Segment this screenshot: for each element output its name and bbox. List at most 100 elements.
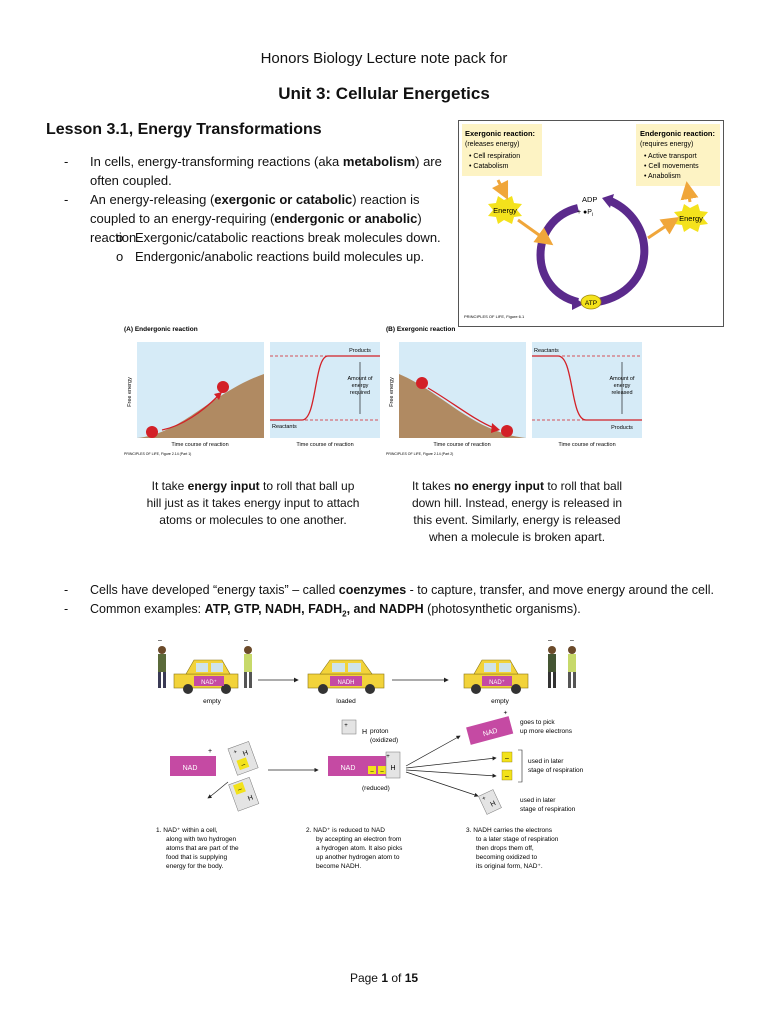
exergonic-subtitle: (releases energy) [465,141,519,148]
x-axis-label: Time course of reaction [433,442,490,448]
electron-minus: – [237,786,243,794]
energy-burst-right [674,204,708,232]
arrow-exergonic [491,179,509,201]
taxi-badge-label: NAD⁺ [201,679,217,686]
plus-charge: + [481,795,487,802]
step-line: 1. NAD⁺ within a cell, [156,827,218,834]
amount-label: energy [614,383,631,389]
electron-minus: – [244,637,248,644]
hydrogen-label: H [390,765,395,772]
adp-label: ADP [582,195,597,204]
amount-label: Amount of [609,376,635,382]
amount-label: Amount of [347,376,373,382]
caption-line: this event. Similarly, energy is release… [413,513,621,527]
taxi-status-label: empty [491,698,509,705]
nad-label: NAD [482,728,498,739]
atp-label: ATP [585,300,597,307]
sub-bullet-text: Endergonic/anabolic reactions build mole… [135,249,425,264]
text-run: ) reaction. [90,211,422,245]
used-later-label: stage of respiration [528,767,584,774]
nad-taxi-figure: NAD⁺ empty – – NAD H loaded NAD⁺ empty [156,637,584,870]
bracket [518,749,523,783]
bullet-text: In cells, energy-transforming reactions … [90,152,460,190]
step-line: becoming oxidized to [476,854,537,861]
text-run: ) reaction is coupled to an energy-requi… [90,192,420,226]
caption-line: It take energy input to roll that ball u… [118,478,388,495]
figure-credit: PRINCIPLES OF LIFE, Figure 2.14 (Part 1) [124,452,191,456]
exergonic-item: • Cell respiration [469,153,520,160]
exergonic-diagram-title: (B) Exergonic reaction [386,326,455,333]
ball-top [217,381,229,393]
used-later-label: stage of respiration [520,806,576,813]
endergonic-panel [636,124,720,186]
cycle-arrowhead-right [602,194,614,208]
curved-arrow [207,781,229,799]
step-line: become NADH. [316,863,361,870]
bullet-text: Cells have developed “energy taxis” – ca… [90,581,714,599]
used-later-label: used in later [528,758,564,765]
page-number: Page 1 of 15 [0,971,768,985]
proton-label: (oxidized) [370,737,398,744]
endergonic-curve [270,355,380,421]
hydrogen-label: H [362,729,367,736]
text-run: (photosynthetic organisms). [423,602,581,616]
unit-title: Unit 3: Cellular Energetics [278,84,490,103]
products-label: Products [349,348,371,354]
amount-label: released [611,390,632,396]
exergonic-curve [532,355,642,421]
caption-line: down hill. Instead, energy is released i… [411,496,623,510]
endergonic-item: • Active transport [644,153,697,160]
amount-label: required [350,390,370,396]
taxi-status-label: loaded [336,698,356,705]
text-run: Common examples: [90,602,205,616]
goes-to-pick-label: up more electrons [520,728,573,735]
bullet-dash: - [64,602,69,616]
ball-bottom [501,425,513,437]
step-line: 2. NAD⁺ is reduced to NAD [306,827,385,834]
amount-label: energy [352,383,369,389]
electron-minus: – [158,637,162,644]
caption-line: hill just as it takes energy input to at… [146,496,360,510]
bullet-text: Common examples: ATP, GTP, NADH, FADH2, … [90,600,581,624]
plus-charge: + [503,709,509,717]
x-axis-label: Time course of reaction [171,442,228,448]
subscript: 2 [342,609,347,619]
endergonic-diagram-title: (A) Endergonic reaction [124,326,198,333]
pi-subscript: i [592,212,593,218]
step-line: atoms that are part of the [166,845,239,852]
arrow-endergonic [680,181,699,203]
energy-left-label: Energy [493,206,517,215]
arrow-down-hill [427,387,495,429]
lesson-title: Lesson 3.1, Energy Transformations [46,121,322,138]
taxi-badge-label: NAD⁺ [489,679,505,686]
y-axis-label: Free energy [127,377,133,407]
nad-label: NAD [183,765,198,772]
reactants-label: Reactants [272,424,297,430]
arrowhead-down-hill [491,423,500,433]
figure-credit: PRINCIPLES OF LIFE, Figure 6.1 [464,314,525,319]
endergonic-subtitle: (requires energy) [640,141,693,148]
hydrogen-label: H [247,794,254,802]
arrow-energy-out [647,217,680,240]
hill-b [399,374,526,438]
bullet-text: An energy-releasing (exergonic or catabo… [90,190,460,247]
hydrogen-label: H [490,800,498,808]
exergonic-item: • Catabolism [469,163,509,170]
taxi-empty-left: NAD⁺ empty [173,659,239,705]
used-later-label: used in later [520,797,556,804]
plus-charge: + [344,723,348,729]
electron-minus: – [370,769,374,775]
electron-minus: – [548,637,552,644]
text-run: In cells, energy-transforming reactions … [90,154,343,169]
step-line: up another hydrogen atom to [316,854,400,861]
branch-arrow [405,771,479,797]
arrowhead-up-hill [214,392,222,400]
branch-arrow [405,735,461,767]
electron-minus: – [380,769,384,775]
proton-label: proton [370,728,389,735]
text-run: - to capture, transfer, and move energy … [406,583,714,597]
bold-term: endergonic or anabolic [274,211,418,226]
electron-minus: – [240,761,246,769]
panel-b-curve [532,342,642,438]
step-line: then drops them off, [476,845,534,852]
